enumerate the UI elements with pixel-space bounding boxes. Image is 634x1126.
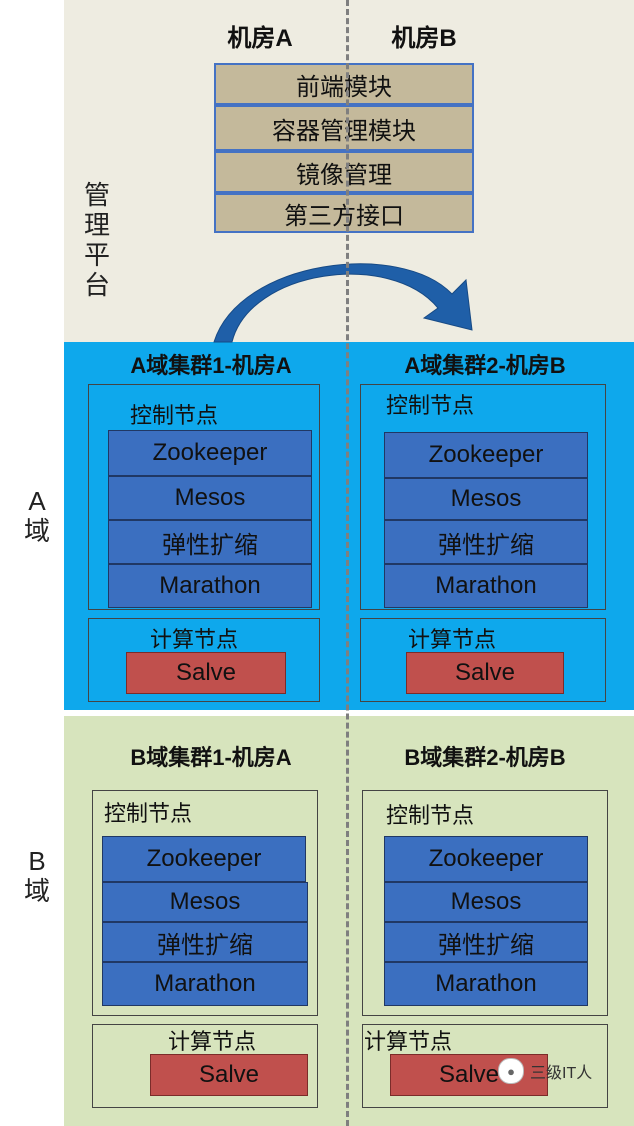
wechat-icon: ● <box>498 1058 524 1084</box>
domain-a-label-char: A <box>28 486 46 516</box>
cluster-a2-zookeeper: Zookeeper <box>384 432 588 478</box>
cluster-b1-marathon: Marathon <box>102 962 308 1006</box>
cluster-b1-title: B域集群1-机房A <box>130 745 292 770</box>
cluster-b2-mesos: Mesos <box>384 882 588 922</box>
cluster-b1-control-box <box>92 790 318 1016</box>
cluster-b2-zookeeper: Zookeeper <box>384 836 588 882</box>
domain-b-label-char: B <box>28 846 46 876</box>
cluster-a2-control-box <box>360 384 606 610</box>
third-party-interface-module: 第三方接口 <box>214 193 474 233</box>
watermark: ● 三级IT人 <box>498 1058 592 1084</box>
cluster-b2-compute-box <box>362 1024 608 1108</box>
management-label-char: 管 <box>83 180 110 210</box>
cluster-a1-zookeeper: Zookeeper <box>108 430 312 476</box>
cluster-b1-control-title: 控制节点 <box>104 801 193 826</box>
management-label-char: 理 <box>83 210 110 240</box>
cluster-b2-title: B域集群2-机房B <box>404 745 566 770</box>
management-label-char: 台 <box>83 270 110 300</box>
migration-arrow-icon <box>213 263 473 343</box>
room-divider <box>346 0 349 1126</box>
cluster-a2-title: A域集群2-机房B <box>404 353 566 378</box>
domain-b-label-char: 域 <box>23 876 50 906</box>
image-management-module: 镜像管理 <box>214 151 474 193</box>
cluster-a1-control-box <box>88 384 320 610</box>
cluster-b2-autoscaling: 弹性扩缩 <box>384 922 588 962</box>
domain-a-label-char: 域 <box>23 516 50 546</box>
domain-b-label: B 域 <box>22 846 52 906</box>
cluster-b2-control-title: 控制节点 <box>386 803 475 828</box>
cluster-a1-compute-title: 计算节点 <box>150 627 239 652</box>
cluster-a1-marathon: Marathon <box>108 564 312 608</box>
cluster-a1-mesos: Mesos <box>108 476 312 520</box>
cluster-b1-compute-title: 计算节点 <box>168 1029 257 1054</box>
cluster-a1-compute-box <box>88 618 320 702</box>
cluster-b2-compute-title: 计算节点 <box>364 1029 453 1054</box>
cluster-a2-worker: Salve <box>406 652 564 694</box>
room-a-label: 机房A <box>227 25 293 52</box>
cluster-a2-control-title: 控制节点 <box>386 393 475 418</box>
cluster-a1-control-title: 控制节点 <box>130 403 219 428</box>
cluster-b2-worker: Salve <box>390 1054 548 1096</box>
cluster-a1-autoscaling: 弹性扩缩 <box>108 520 312 564</box>
management-platform-label: 管 理 平 台 <box>82 180 112 300</box>
cluster-b1-autoscaling: 弹性扩缩 <box>102 922 308 962</box>
frontend-module: 前端模块 <box>214 63 474 105</box>
cluster-a1-title: A域集群1-机房A <box>130 353 292 378</box>
domain-a-label: A 域 <box>22 486 52 546</box>
cluster-b2-control-box <box>362 790 608 1016</box>
cluster-b2-marathon: Marathon <box>384 962 588 1006</box>
cluster-b1-compute-box <box>92 1024 318 1108</box>
watermark-text: 三级IT人 <box>530 1065 593 1082</box>
management-label-char: 平 <box>83 240 110 270</box>
room-b-label: 机房B <box>391 25 457 52</box>
cluster-a2-autoscaling: 弹性扩缩 <box>384 520 588 564</box>
container-management-module: 容器管理模块 <box>214 105 474 151</box>
cluster-a2-mesos: Mesos <box>384 478 588 520</box>
cluster-b1-mesos: Mesos <box>102 882 308 922</box>
cluster-b1-worker: Salve <box>150 1054 308 1096</box>
cluster-a2-compute-title: 计算节点 <box>408 627 497 652</box>
cluster-a2-compute-box <box>360 618 606 702</box>
cluster-a2-marathon: Marathon <box>384 564 588 608</box>
cluster-b1-zookeeper: Zookeeper <box>102 836 306 882</box>
cluster-a1-worker: Salve <box>126 652 286 694</box>
